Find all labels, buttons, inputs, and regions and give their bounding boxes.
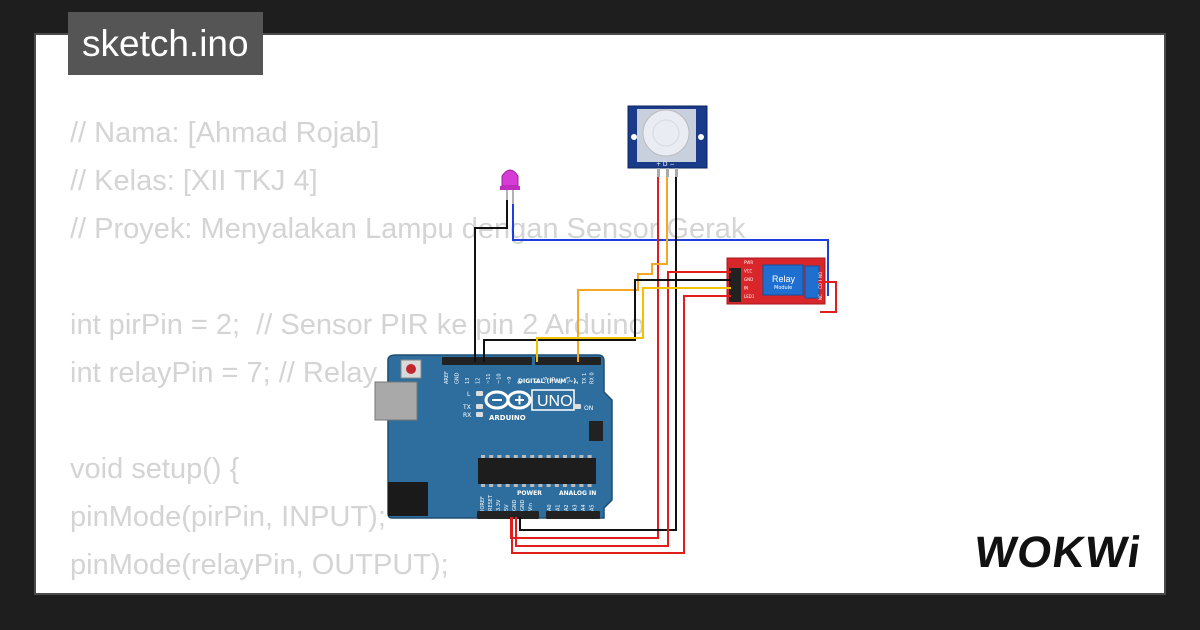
usb-connector — [374, 381, 418, 421]
power-pin-label: RESET — [488, 494, 494, 511]
power-header — [477, 511, 539, 519]
pir-dome — [642, 109, 690, 157]
digital-pin-label: ~11 — [486, 373, 492, 384]
digital-header — [442, 357, 601, 365]
relay-left-pin-labels: PWR VCC GND IN LED1 — [744, 260, 755, 299]
digital-pin-label: 2 — [574, 381, 580, 384]
arduino-brand: ARDUINO — [489, 414, 526, 422]
sketch-title[interactable]: sketch.ino — [68, 12, 263, 75]
power-label: POWER — [517, 490, 542, 497]
relay-input-header — [729, 268, 741, 302]
digital-pin-label: ~6 — [543, 377, 549, 384]
power-pin-label: GND — [520, 499, 526, 511]
wire-relay-com — [818, 281, 837, 313]
wire-relay-gnd — [483, 279, 731, 362]
analog-pin-label: A5 — [590, 504, 596, 511]
uno-box — [531, 389, 575, 411]
code-line: int pirPin = 2; // Sensor PIR ke pin 2 A… — [70, 309, 645, 341]
reset-button-cap[interactable] — [406, 364, 416, 374]
analog-pin-label: A0 — [547, 504, 553, 511]
tx-label: TX — [462, 404, 471, 411]
relay-terminal-label: NO — [818, 272, 823, 278]
relay-pin-label: VCC — [744, 269, 753, 274]
power-pin-label: IOREF — [480, 496, 486, 511]
relay-terminal-label: NC — [818, 294, 823, 300]
code-line: // Nama: [Ahmad Rojab] — [70, 117, 380, 149]
wokwi-logo: WOKWi — [971, 528, 1145, 577]
relay-sublabel: Module — [774, 285, 792, 291]
rx-led — [476, 412, 483, 417]
analog-label: ANALOG IN — [559, 490, 596, 497]
l-label: L — [467, 391, 471, 398]
code-line: void setup() { — [70, 453, 240, 485]
digital-pin-label: ~10 — [497, 373, 503, 384]
relay-pin-label: GND — [744, 277, 753, 282]
digital-pin-label: GND — [455, 372, 461, 384]
arduino-infinity-logo — [484, 390, 532, 410]
power-jack — [388, 482, 428, 516]
digital-pin-label: ~5 — [551, 377, 557, 384]
pir-pin-labels: + D − — [656, 161, 675, 168]
power-pin-label: 5V — [504, 504, 510, 511]
digital-pin-label: ~9 — [507, 377, 513, 384]
analog-pin-label: A4 — [581, 504, 587, 511]
analog-header — [546, 511, 600, 519]
analog-pin-label: A3 — [573, 504, 579, 511]
pir-sensor[interactable]: + D − — [627, 105, 708, 177]
digital-pin-label: 8 — [518, 381, 524, 384]
wires — [474, 177, 837, 554]
relay-terminal-label: COM — [818, 279, 823, 289]
power-pin-label: GND — [512, 499, 518, 511]
wire-relay-led — [511, 295, 731, 554]
digital-pin-label: TX 1 — [582, 373, 588, 385]
wire-relay-vcc — [515, 271, 731, 547]
digital-label: DIGITAL (PWM ~) — [518, 378, 576, 385]
l-led — [476, 391, 483, 396]
led[interactable] — [500, 169, 520, 204]
code-line: pinMode(relayPin, OUTPUT); — [70, 549, 449, 581]
relay-terminal-block — [804, 265, 820, 299]
code-line: // Kelas: [XII TKJ 4] — [70, 165, 318, 197]
uno-label: UNO — [537, 393, 573, 410]
digital-pin-label: RX 0 — [590, 372, 596, 384]
atmega-chip — [478, 455, 596, 487]
code-line: pinMode(pirPin, INPUT); — [70, 501, 386, 533]
code-line: // Proyek: Menyalakan Lampu dengan Senso… — [70, 213, 746, 245]
digital-pin-label: 7 — [535, 381, 541, 384]
digital-pin-label: ~3 — [566, 377, 572, 384]
power-pin-label: Vin — [528, 503, 534, 511]
digital-pin-label: 4 — [558, 381, 564, 384]
rx-label: RX — [463, 412, 471, 419]
digital-pin-label: 13 — [465, 378, 471, 384]
wire-relay-in — [536, 287, 731, 362]
on-led — [574, 404, 581, 409]
relay-label: Relay — [772, 274, 796, 284]
wire-led-gnd — [474, 200, 508, 362]
wire-led-anode — [512, 204, 829, 296]
digital-pin-label: 12 — [476, 378, 482, 384]
analog-pin-label: A1 — [556, 504, 562, 511]
power-pin-label: 3.3V — [496, 499, 502, 511]
icsp-header — [589, 421, 603, 441]
wire-pir-out — [577, 177, 668, 362]
wire-pir-gnd — [519, 177, 677, 531]
digital-pin-label: AREF — [444, 371, 450, 384]
analog-pin-label: A2 — [564, 504, 570, 511]
on-label: ON — [584, 405, 593, 412]
relay-pin-label: IN — [744, 286, 748, 291]
relay-coil — [762, 264, 804, 296]
tx-led — [476, 404, 483, 409]
relay-pin-label: PWR — [744, 260, 753, 265]
relay-pin-label: LED1 — [744, 294, 755, 299]
